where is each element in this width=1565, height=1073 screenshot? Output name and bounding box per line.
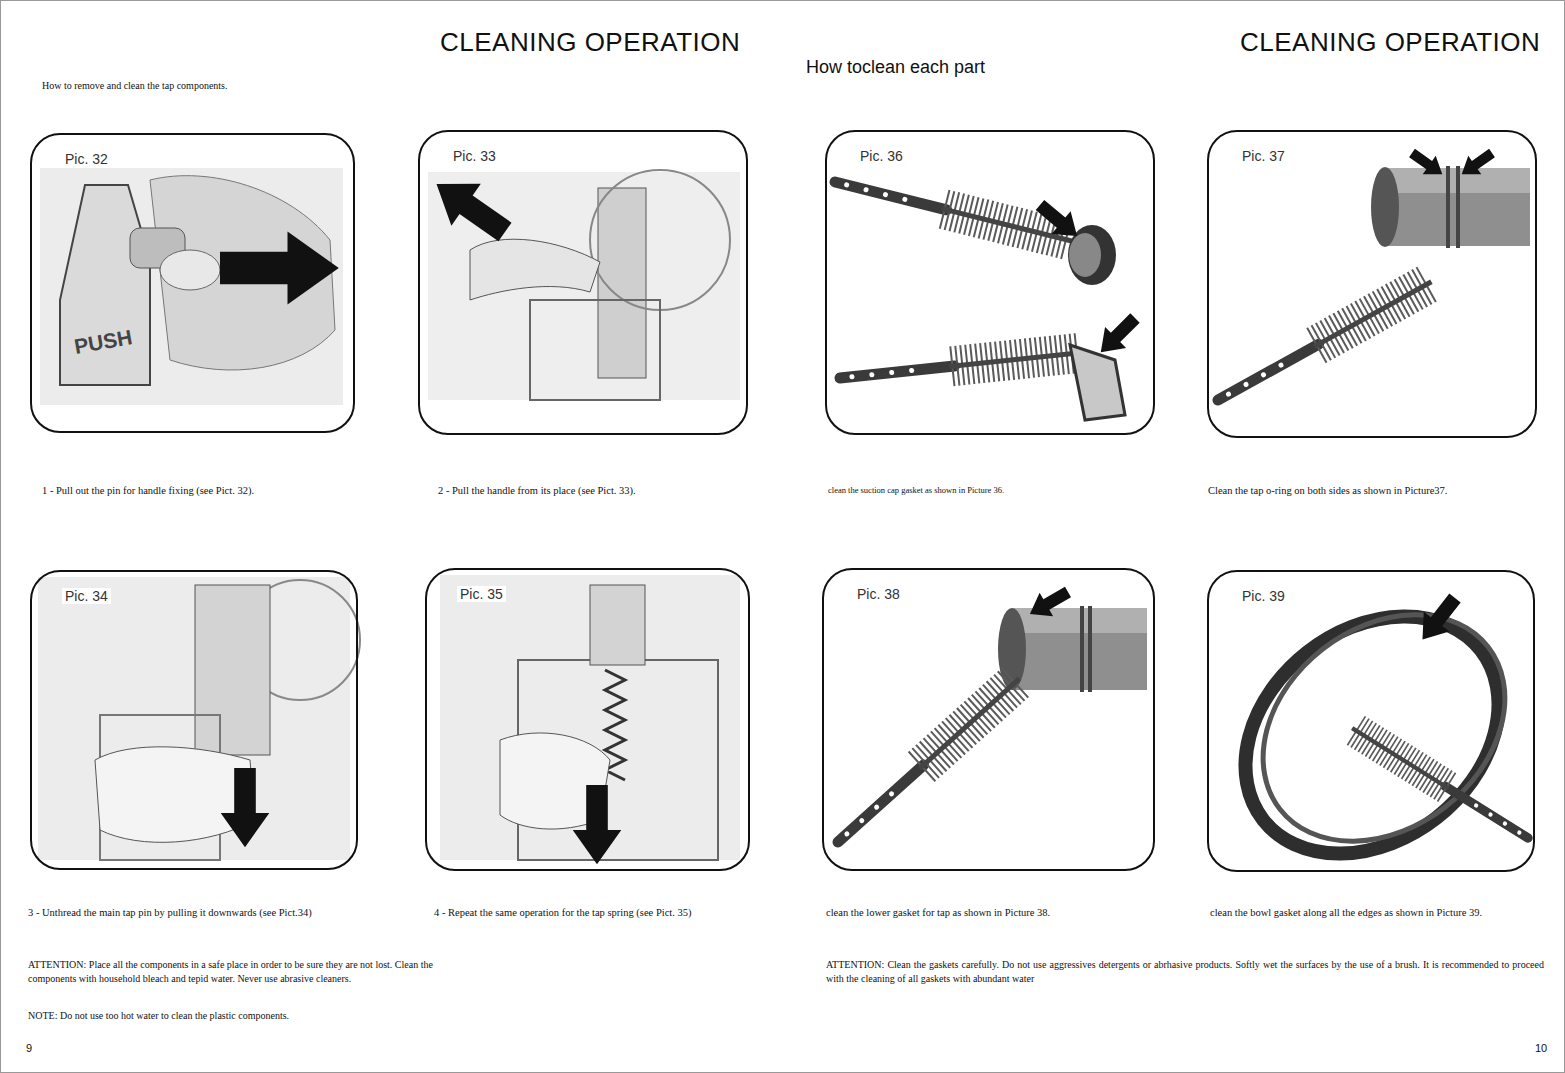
step-caption: clean the suction cap gasket as shown in… [828, 485, 1004, 495]
picture-number: Pic. 39 [1239, 588, 1288, 604]
step-caption: 3 - Unthread the main tap pin by pulling… [28, 907, 312, 918]
picture-number: Pic. 36 [857, 148, 906, 164]
picture-frame: Pic. 39 [1207, 570, 1535, 872]
intro-text: How to remove and clean the tap componen… [42, 80, 228, 91]
page-number: 9 [26, 1042, 32, 1054]
page-heading: CLEANING OPERATION [1240, 27, 1540, 58]
step-caption: 4 - Repeat the same operation for the ta… [434, 907, 691, 918]
picture-frame: Pic. 37 [1207, 130, 1537, 438]
attention-note: ATTENTION: Place all the components in a… [28, 958, 473, 986]
picture-frame: Pic. 34 [30, 570, 358, 870]
picture-frame: Pic. 33 [418, 130, 748, 435]
picture-frame: Pic. 36 [825, 130, 1155, 435]
picture-frame: Pic. 32 [30, 133, 355, 433]
page-heading: CLEANING OPERATION [440, 27, 740, 58]
step-caption: 2 - Pull the handle from its place (see … [438, 485, 636, 496]
subheading: How toclean each part [806, 57, 985, 78]
attention-note: ATTENTION: Clean the gaskets carefully. … [826, 958, 1544, 986]
picture-number: Pic. 35 [457, 586, 506, 602]
page-number: 10 [1535, 1042, 1547, 1054]
picture-number: Pic. 37 [1239, 148, 1288, 164]
picture-number: Pic. 38 [854, 586, 903, 602]
picture-frame: Pic. 35 [425, 568, 750, 871]
step-caption: clean the bowl gasket along all the edge… [1210, 907, 1482, 918]
picture-number: Pic. 33 [450, 148, 499, 164]
picture-number: Pic. 32 [62, 151, 111, 167]
note-text: NOTE: Do not use too hot water to clean … [28, 1010, 289, 1021]
step-caption: Clean the tap o-ring on both sides as sh… [1208, 485, 1447, 496]
step-caption: clean the lower gasket for tap as shown … [826, 907, 1050, 918]
step-caption: 1 - Pull out the pin for handle fixing (… [42, 485, 254, 496]
picture-number: Pic. 34 [62, 588, 111, 604]
picture-frame: Pic. 38 [822, 568, 1155, 871]
